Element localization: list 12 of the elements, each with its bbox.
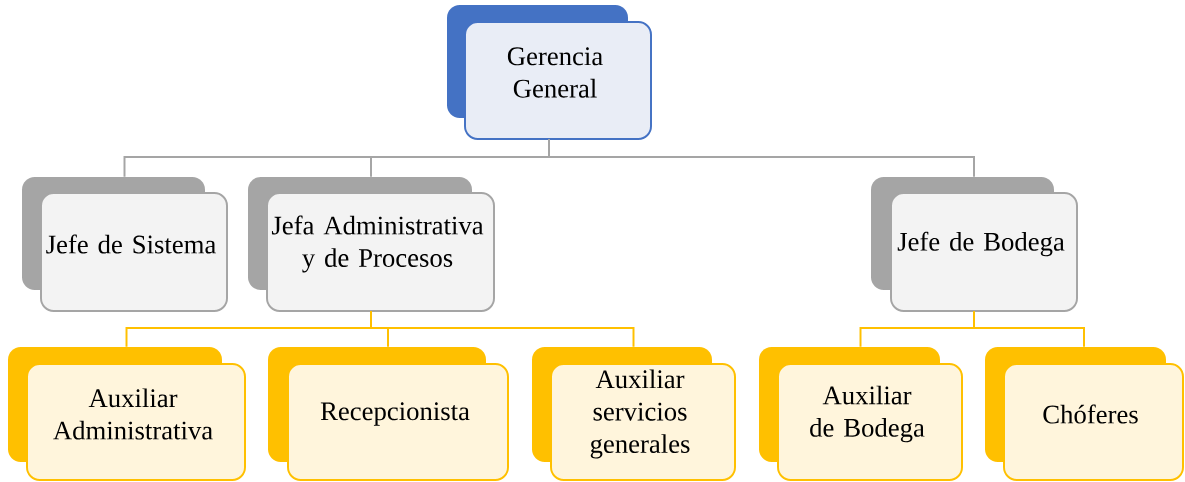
connector-line — [370, 310, 635, 348]
org-box: Jefe de Bodega — [871, 177, 1078, 312]
org-box: Jefe de Sistema — [22, 177, 228, 312]
connector-line — [973, 310, 1085, 348]
org-box: Chóferes — [985, 347, 1184, 481]
org-box: Recepcionista — [268, 347, 509, 481]
connector-line — [548, 138, 975, 178]
org-box: Jefa Administrativa y de Procesos — [248, 177, 495, 312]
org-box: Auxiliar Administrativa — [8, 347, 246, 481]
org-box: Auxiliar servicios generales — [532, 347, 736, 481]
org-box: Auxiliar de Bodega — [759, 347, 963, 481]
org-box: Gerencia General — [447, 5, 652, 140]
